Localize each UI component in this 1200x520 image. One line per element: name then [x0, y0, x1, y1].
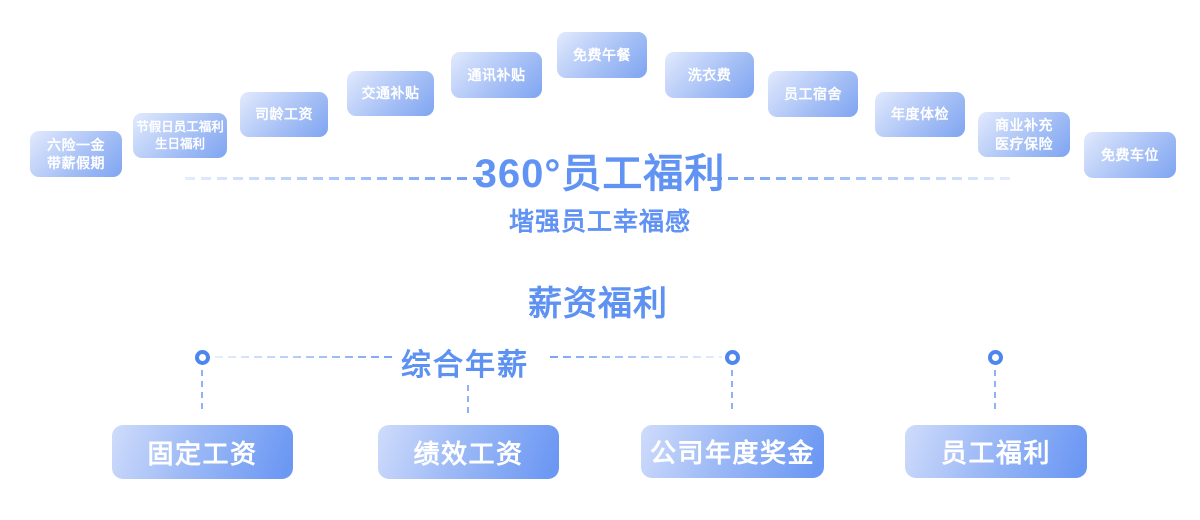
badge-label: 交通补贴 [361, 85, 420, 102]
salary-box-employee-welfare: 员工福利 [905, 425, 1087, 478]
benefit-badge-free-lunch: 免费午餐 [557, 32, 647, 78]
badge-label: 节假日员工福利 [136, 120, 224, 135]
benefit-badge-telecom-subsidy: 通讯补贴 [451, 52, 542, 98]
benefit-badge-dormitory: 员工宿舍 [768, 71, 858, 117]
salary-box-annual-bonus: 公司年度奖金 [641, 425, 824, 478]
hub-dash-right [550, 356, 722, 358]
main-title-block: 360°员工福利 堦强员工幸福感 [0, 141, 1200, 238]
badge-label: 通讯补贴 [467, 66, 526, 83]
salary-box-label: 员工福利 [940, 438, 1051, 468]
salary-box-fixed-salary: 固定工资 [112, 425, 293, 479]
drop-dash [994, 370, 996, 410]
benefit-badge-seniority-pay: 司龄工资 [240, 92, 328, 137]
badge-label: 生日福利 [154, 136, 205, 151]
salary-box-label: 公司年度奖金 [649, 438, 815, 468]
badge-label: 员工宿舍 [784, 85, 842, 102]
badge-label: 年度体检 [891, 106, 949, 123]
page-title: 360°员工福利 [474, 152, 726, 196]
badge-label: 医疗保险 [995, 135, 1053, 152]
benefit-badge-laundry-fee: 洗衣费 [665, 52, 754, 98]
salary-box-label: 绩效工资 [413, 438, 524, 469]
salary-section-title: 薪资福利 [528, 285, 668, 323]
badge-label: 商业补充 [995, 117, 1053, 134]
page-subtitle: 堦强员工幸福感 [508, 208, 691, 236]
benefit-badge-insurance: 六险一金 带薪假期 [30, 131, 122, 177]
benefit-badge-free-parking: 免费车位 [1084, 132, 1176, 178]
badge-label: 六险一金 [47, 136, 105, 153]
salary-box-label: 固定工资 [147, 438, 258, 469]
badge-label: 免费午餐 [573, 46, 631, 63]
annual-salary-hub-label: 综合年薪 [401, 349, 529, 382]
badge-label: 带薪假期 [47, 155, 105, 171]
drop-dash [731, 370, 733, 410]
drop-dash [467, 385, 469, 413]
connector-node [988, 350, 1003, 365]
connector-node [195, 350, 210, 365]
title-dash-right [712, 177, 1013, 180]
benefit-badge-transport-subsidy: 交通补贴 [347, 71, 434, 116]
hub-dash-left [215, 356, 393, 358]
title-dash-left [185, 177, 487, 180]
benefit-badge-medical-insurance: 商业补充 医疗保险 [978, 112, 1070, 157]
drop-dash [201, 370, 203, 410]
badge-label: 司龄工资 [255, 106, 313, 123]
badge-label: 洗衣费 [687, 66, 732, 83]
benefit-badge-annual-checkup: 年度体检 [875, 92, 965, 137]
salary-box-performance-salary: 绩效工资 [378, 425, 559, 479]
benefit-badge-holiday: 节假日员工福利 生日福利 [133, 113, 227, 158]
badge-label: 免费车位 [1101, 146, 1159, 163]
connector-node [725, 350, 740, 365]
